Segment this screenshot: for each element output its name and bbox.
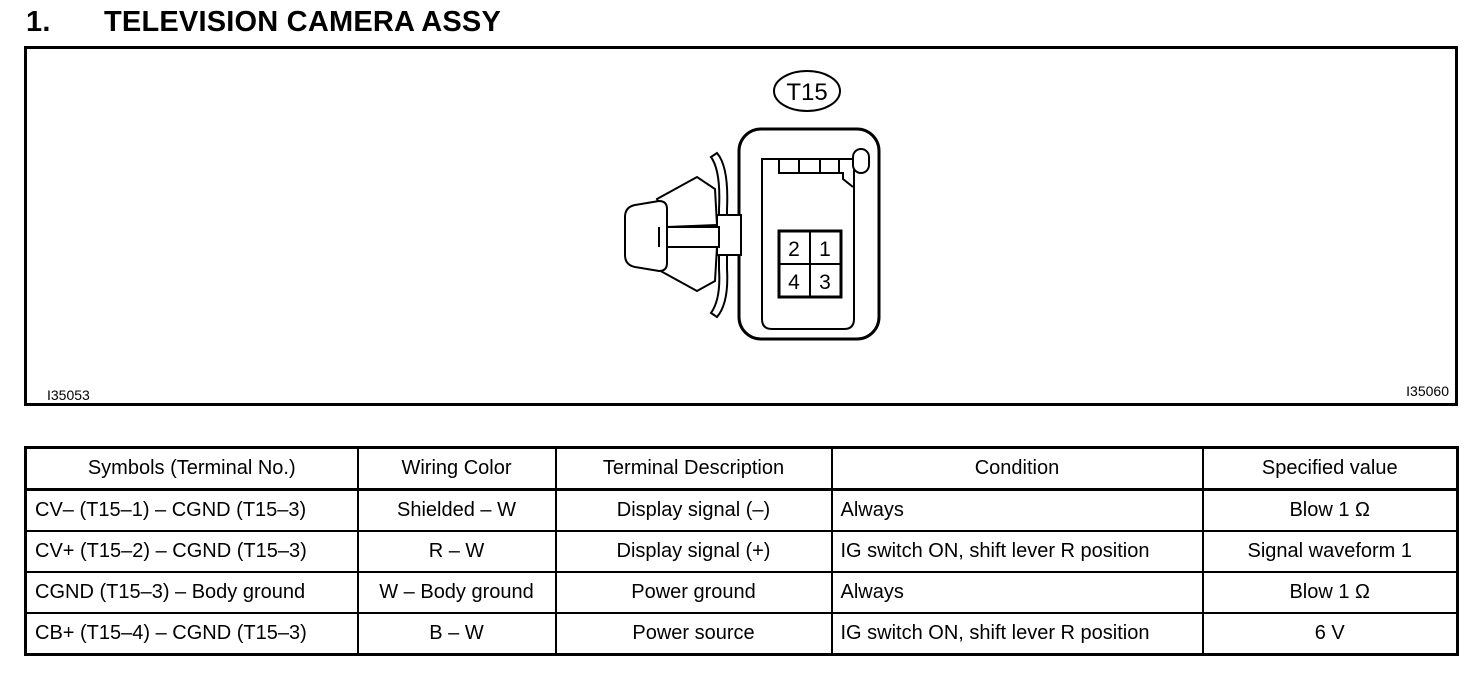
connector-id-label: T15 <box>786 79 827 106</box>
cell-symbols: CB+ (T15–4) – CGND (T15–3) <box>24 612 359 656</box>
section-heading: 1. TELEVISION CAMERA ASSY <box>26 2 501 42</box>
header-specified-value: Specified value <box>1201 446 1459 491</box>
cell-symbols: CV– (T15–1) – CGND (T15–3) <box>24 488 359 532</box>
connector-drawing: T15 2 1 4 3 <box>624 70 881 341</box>
image-id-right: I35060 <box>1406 383 1449 399</box>
pin-1: 1 <box>819 238 831 261</box>
table-row: CV+ (T15–2) – CGND (T15–3) R – W Display… <box>24 530 1459 573</box>
table-header-row: Symbols (Terminal No.) Wiring Color Term… <box>24 446 1459 491</box>
header-wiring-color: Wiring Color <box>356 446 557 491</box>
section-number: 1. <box>26 5 51 38</box>
cell-condition: IG switch ON, shift lever R position <box>830 612 1204 656</box>
table-row: CB+ (T15–4) – CGND (T15–3) B – W Power s… <box>24 612 1459 656</box>
header-terminal-description: Terminal Description <box>554 446 833 491</box>
cell-symbols: CV+ (T15–2) – CGND (T15–3) <box>24 530 359 573</box>
pin-4: 4 <box>788 271 800 294</box>
header-symbols: Symbols (Terminal No.) <box>24 446 359 491</box>
cell-specified-value: 6 V <box>1201 612 1459 656</box>
cell-terminal-description: Display signal (–) <box>554 488 833 532</box>
cell-specified-value: Blow 1 Ω <box>1201 488 1459 532</box>
connector-id-circle <box>773 70 841 112</box>
section-title: TELEVISION CAMERA ASSY <box>104 5 502 38</box>
side-clip <box>624 151 742 319</box>
table-row: CV– (T15–1) – CGND (T15–3) Shielded – W … <box>24 488 1459 532</box>
cell-condition: Always <box>830 571 1204 614</box>
top-rib <box>778 159 854 188</box>
header-condition: Condition <box>830 446 1204 491</box>
cell-condition: IG switch ON, shift lever R position <box>830 530 1204 573</box>
cell-terminal-description: Power ground <box>554 571 833 614</box>
pin-3: 3 <box>819 271 831 294</box>
cell-terminal-description: Display signal (+) <box>554 530 833 573</box>
cell-symbols: CGND (T15–3) – Body ground <box>24 571 359 614</box>
cell-wiring-color: Shielded – W <box>356 488 557 532</box>
table-row: CGND (T15–3) – Body ground W – Body grou… <box>24 571 1459 614</box>
pin-2: 2 <box>788 238 800 261</box>
cell-condition: Always <box>830 488 1204 532</box>
image-id-left: I35053 <box>47 387 90 403</box>
cell-wiring-color: B – W <box>356 612 557 656</box>
cell-specified-value: Blow 1 Ω <box>1201 571 1459 614</box>
cell-terminal-description: Power source <box>554 612 833 656</box>
lock-slot <box>852 148 870 174</box>
connector-illustration: T15 2 1 4 3 I35053 I35060 <box>24 46 1458 406</box>
cell-wiring-color: R – W <box>356 530 557 573</box>
cell-specified-value: Signal waveform 1 <box>1201 530 1459 573</box>
cell-wiring-color: W – Body ground <box>356 571 557 614</box>
terminal-spec-table: Symbols (Terminal No.) Wiring Color Term… <box>24 446 1459 656</box>
